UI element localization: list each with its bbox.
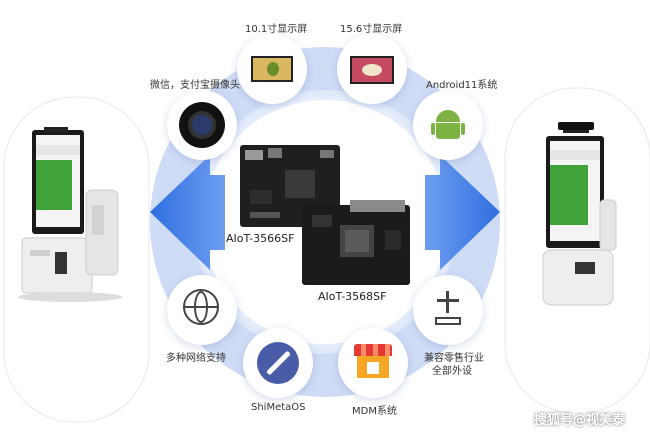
screen-101-circle — [237, 34, 307, 104]
screen-156-circle — [337, 34, 407, 104]
mdm-label: MDM系统 — [352, 406, 397, 417]
wrench-icon — [257, 342, 299, 384]
globe-icon — [183, 289, 219, 325]
peripherals-label-line2: 全部外设 — [432, 366, 472, 377]
mdm-circle — [338, 328, 408, 398]
camera-icon — [179, 102, 225, 148]
peripherals-label-line1: 兼容零售行业 — [424, 353, 484, 364]
peripherals-circle — [413, 275, 483, 345]
screen-101-image — [251, 56, 293, 82]
screen-156-image — [350, 56, 394, 84]
right-kiosk-image — [542, 122, 617, 306]
left-arrow — [150, 155, 225, 270]
shimetaos-label: ShiMetaOS — [251, 402, 306, 413]
network-circle — [167, 275, 237, 345]
android-circle — [413, 90, 483, 160]
shimetaos-circle — [243, 328, 313, 398]
board-b-label: AIoT-3568SF — [318, 290, 387, 303]
android-label: Android11系统 — [426, 80, 498, 91]
usb-icon — [433, 289, 463, 329]
android-icon — [431, 108, 465, 142]
screen-156-label: 15.6寸显示屏 — [340, 24, 403, 35]
board-aiot-3568sf — [302, 200, 410, 285]
right-arrow — [425, 155, 500, 270]
left-kiosk-image — [18, 127, 122, 302]
store-icon — [354, 344, 392, 380]
screen-101-label: 10.1寸显示屏 — [245, 24, 308, 35]
camera-circle — [167, 90, 237, 160]
watermark: 搜狐号@视美泰 — [534, 413, 626, 428]
board-a-label: AIoT-3566SF — [226, 232, 295, 245]
network-label: 多种网络支持 — [166, 353, 226, 364]
camera-label: 微信，支付宝摄像头 — [150, 80, 240, 91]
